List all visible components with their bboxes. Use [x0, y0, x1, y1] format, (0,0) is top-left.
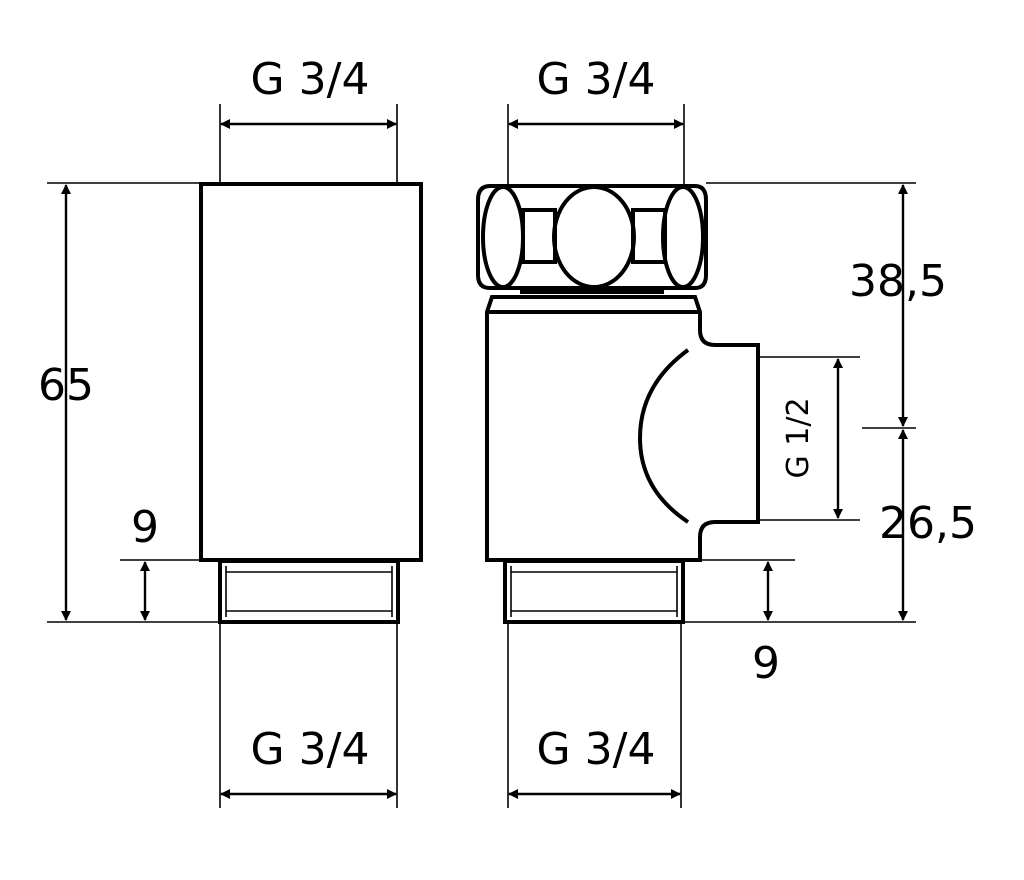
right-top-thread-label: G 3/4: [537, 54, 656, 105]
left-thread-length-label: 9: [131, 502, 159, 553]
left-view: G 3/4 G 3/4 65 9: [38, 54, 423, 808]
right-bottom-thread-label: G 3/4: [537, 724, 656, 775]
left-height-label: 65: [38, 360, 94, 411]
right-view: G 3/4 G 3/4 38,5 26,5 G 1/2 9: [476, 54, 977, 808]
left-top-thread-label: G 3/4: [251, 54, 370, 105]
left-thread: [218, 559, 400, 624]
left-bottom-thread-label: G 3/4: [251, 724, 370, 775]
side-outlet-curve: [637, 348, 690, 524]
upper-height-label: 38,5: [849, 256, 947, 307]
hex-nut: [476, 184, 708, 290]
right-thread: [503, 559, 685, 624]
side-thread-label: G 1/2: [781, 397, 816, 478]
right-thread-length-label: 9: [752, 638, 780, 689]
valve-body: [485, 295, 760, 562]
lower-height-label: 26,5: [879, 498, 977, 549]
left-body: [199, 182, 423, 562]
